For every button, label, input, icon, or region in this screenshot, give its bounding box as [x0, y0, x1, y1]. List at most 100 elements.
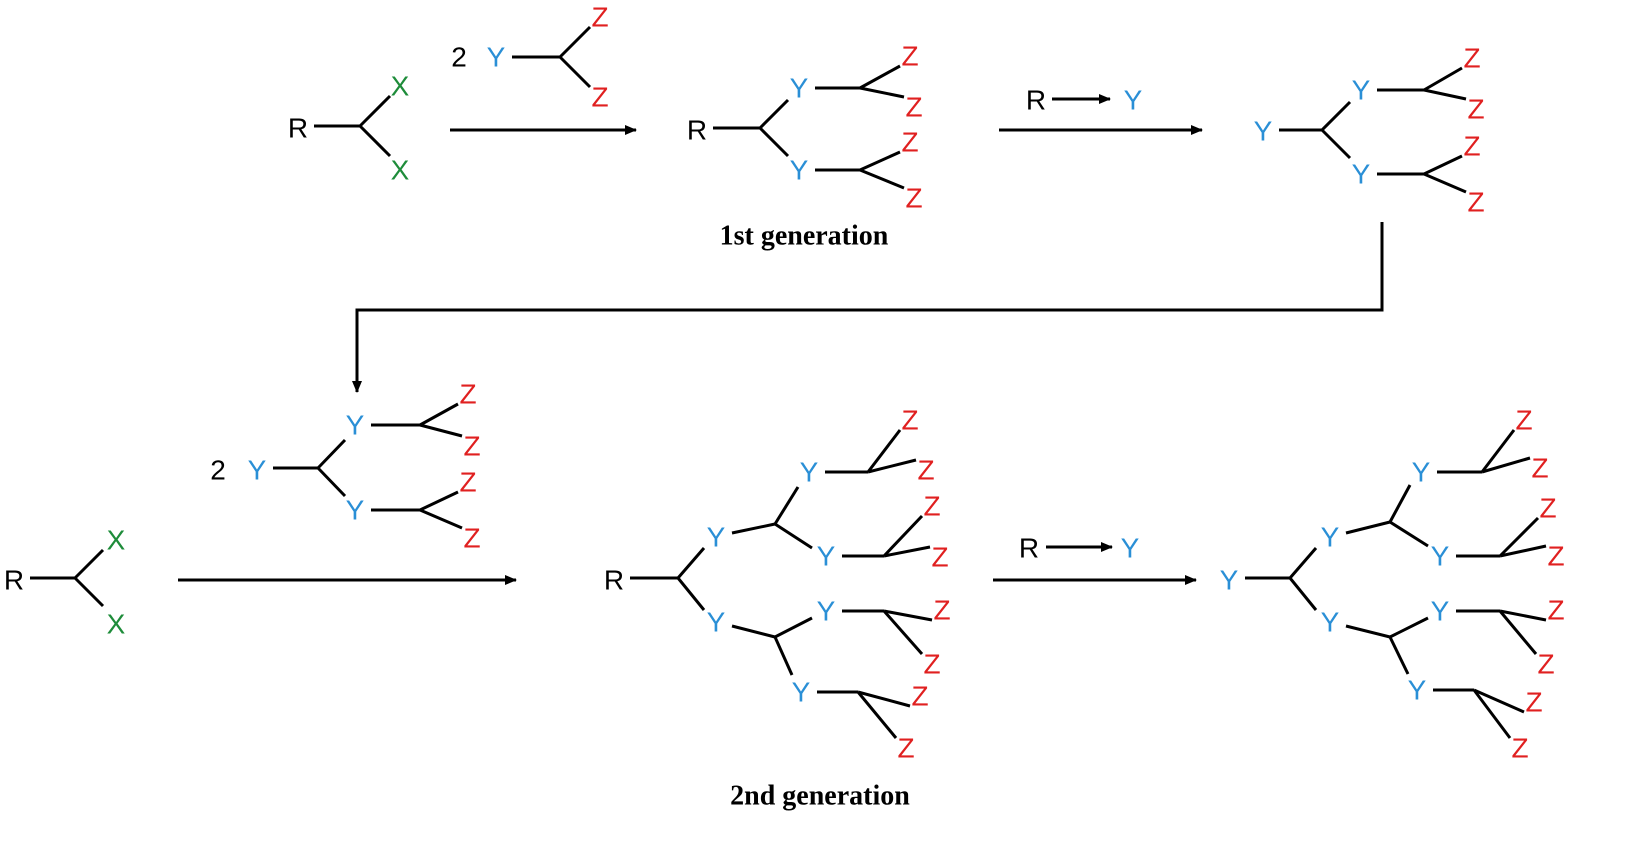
bond — [676, 547, 706, 579]
atom-label-y: Y — [817, 596, 836, 627]
atom-label-y: Y — [707, 607, 726, 638]
bond-layer — [30, 25, 1547, 739]
stoichiometric-coefficient: 2 — [210, 455, 226, 486]
atom-label-z: Z — [923, 649, 940, 680]
atom-label-z: Z — [905, 92, 922, 123]
atom-label-r: R — [1019, 533, 1039, 564]
atom-label-z: Z — [463, 523, 480, 554]
bond — [419, 508, 463, 530]
bond — [1498, 516, 1540, 558]
atom-label-y: Y — [1321, 607, 1340, 638]
atom-label-y: Y — [1321, 522, 1340, 553]
atom-label-y: Y — [1412, 457, 1431, 488]
bond — [419, 490, 459, 512]
atom-label-r: R — [1026, 85, 1046, 116]
atom-label-z: Z — [933, 595, 950, 626]
bond — [774, 522, 813, 550]
bond — [758, 98, 790, 130]
stoichiometric-coefficient: 2 — [451, 42, 467, 73]
atom-label-y: Y — [1121, 533, 1140, 564]
bond — [731, 624, 776, 639]
atom-label-z: Z — [459, 379, 476, 410]
bond — [676, 577, 706, 611]
atom-label-z: Z — [1539, 493, 1556, 524]
bond — [1423, 154, 1463, 176]
atom-label-z: Z — [897, 733, 914, 764]
bond — [558, 25, 592, 59]
bond — [558, 55, 592, 89]
atom-label-y: Y — [707, 522, 726, 553]
atom-label-y: Y — [346, 495, 365, 526]
bond — [859, 168, 905, 190]
atom-label-z: Z — [463, 431, 480, 462]
bond — [883, 545, 931, 558]
atom-label-y: Y — [817, 541, 836, 572]
caption-1st-generation: 1st generation — [720, 221, 889, 252]
atom-label-y: Y — [1124, 85, 1143, 116]
bond — [1345, 520, 1391, 535]
atom-label-z: Z — [1467, 187, 1484, 218]
atom-label-z: Z — [1515, 405, 1532, 436]
atom-label-z: Z — [1467, 94, 1484, 125]
arrow — [352, 222, 1384, 393]
bond — [1288, 577, 1318, 611]
atom-label-y: Y — [1431, 541, 1450, 572]
bond — [1473, 688, 1525, 714]
atom-label-r: R — [4, 565, 24, 596]
bond — [867, 458, 917, 474]
atom-label-x: X — [107, 525, 126, 556]
atom-label-z: Z — [1531, 453, 1548, 484]
atom-label-y: Y — [1352, 75, 1371, 106]
atom-label-z: Z — [1463, 131, 1480, 162]
atom-label-y: Y — [1220, 565, 1239, 596]
atom-label-y: Y — [346, 410, 365, 441]
bond — [882, 514, 924, 558]
bond — [857, 690, 911, 708]
atom-label-z: Z — [591, 2, 608, 33]
atom-label-r: R — [604, 565, 624, 596]
atom-label-z: Z — [1463, 43, 1480, 74]
atom-label-z: Z — [905, 183, 922, 214]
bond — [358, 124, 392, 158]
bond — [859, 64, 901, 90]
atom-label-x: X — [391, 155, 410, 186]
atom-label-r: R — [288, 113, 308, 144]
bond — [1423, 172, 1467, 194]
bond — [1388, 636, 1410, 675]
atom-label-y: Y — [1352, 159, 1371, 190]
atom-label-z: Z — [591, 82, 608, 113]
caption-2nd-generation: 2nd generation — [730, 781, 910, 812]
atom-label-y: Y — [792, 677, 811, 708]
bond — [316, 438, 347, 470]
bond — [1389, 520, 1429, 548]
atom-label-z: Z — [923, 491, 940, 522]
bond — [1423, 88, 1467, 101]
bond — [419, 402, 459, 427]
atom-label-z: Z — [901, 41, 918, 72]
atom-label-y: Y — [800, 457, 819, 488]
atom-label-y: Y — [790, 73, 809, 104]
atom-label-z: Z — [917, 455, 934, 486]
bond — [419, 423, 463, 438]
atom-label-z: Z — [1547, 541, 1564, 572]
atom-label-r: R — [687, 115, 707, 146]
atom-label-z: Z — [1537, 649, 1554, 680]
atom-label-z: Z — [1511, 733, 1528, 764]
bond — [866, 429, 902, 473]
bond — [316, 466, 347, 498]
bond — [1320, 100, 1352, 132]
atom-label-z: Z — [901, 127, 918, 158]
bond — [731, 522, 776, 535]
atom-label-z: Z — [911, 681, 928, 712]
atom-label-y: Y — [790, 155, 809, 186]
bond — [1480, 429, 1516, 473]
bond — [1499, 609, 1547, 622]
bond — [1320, 128, 1352, 160]
atom-label-z: Z — [1547, 595, 1564, 626]
bond — [1498, 610, 1538, 655]
bond — [1388, 484, 1412, 523]
bond — [1481, 456, 1531, 474]
atom-label-y: Y — [487, 42, 506, 73]
bond — [773, 636, 794, 676]
